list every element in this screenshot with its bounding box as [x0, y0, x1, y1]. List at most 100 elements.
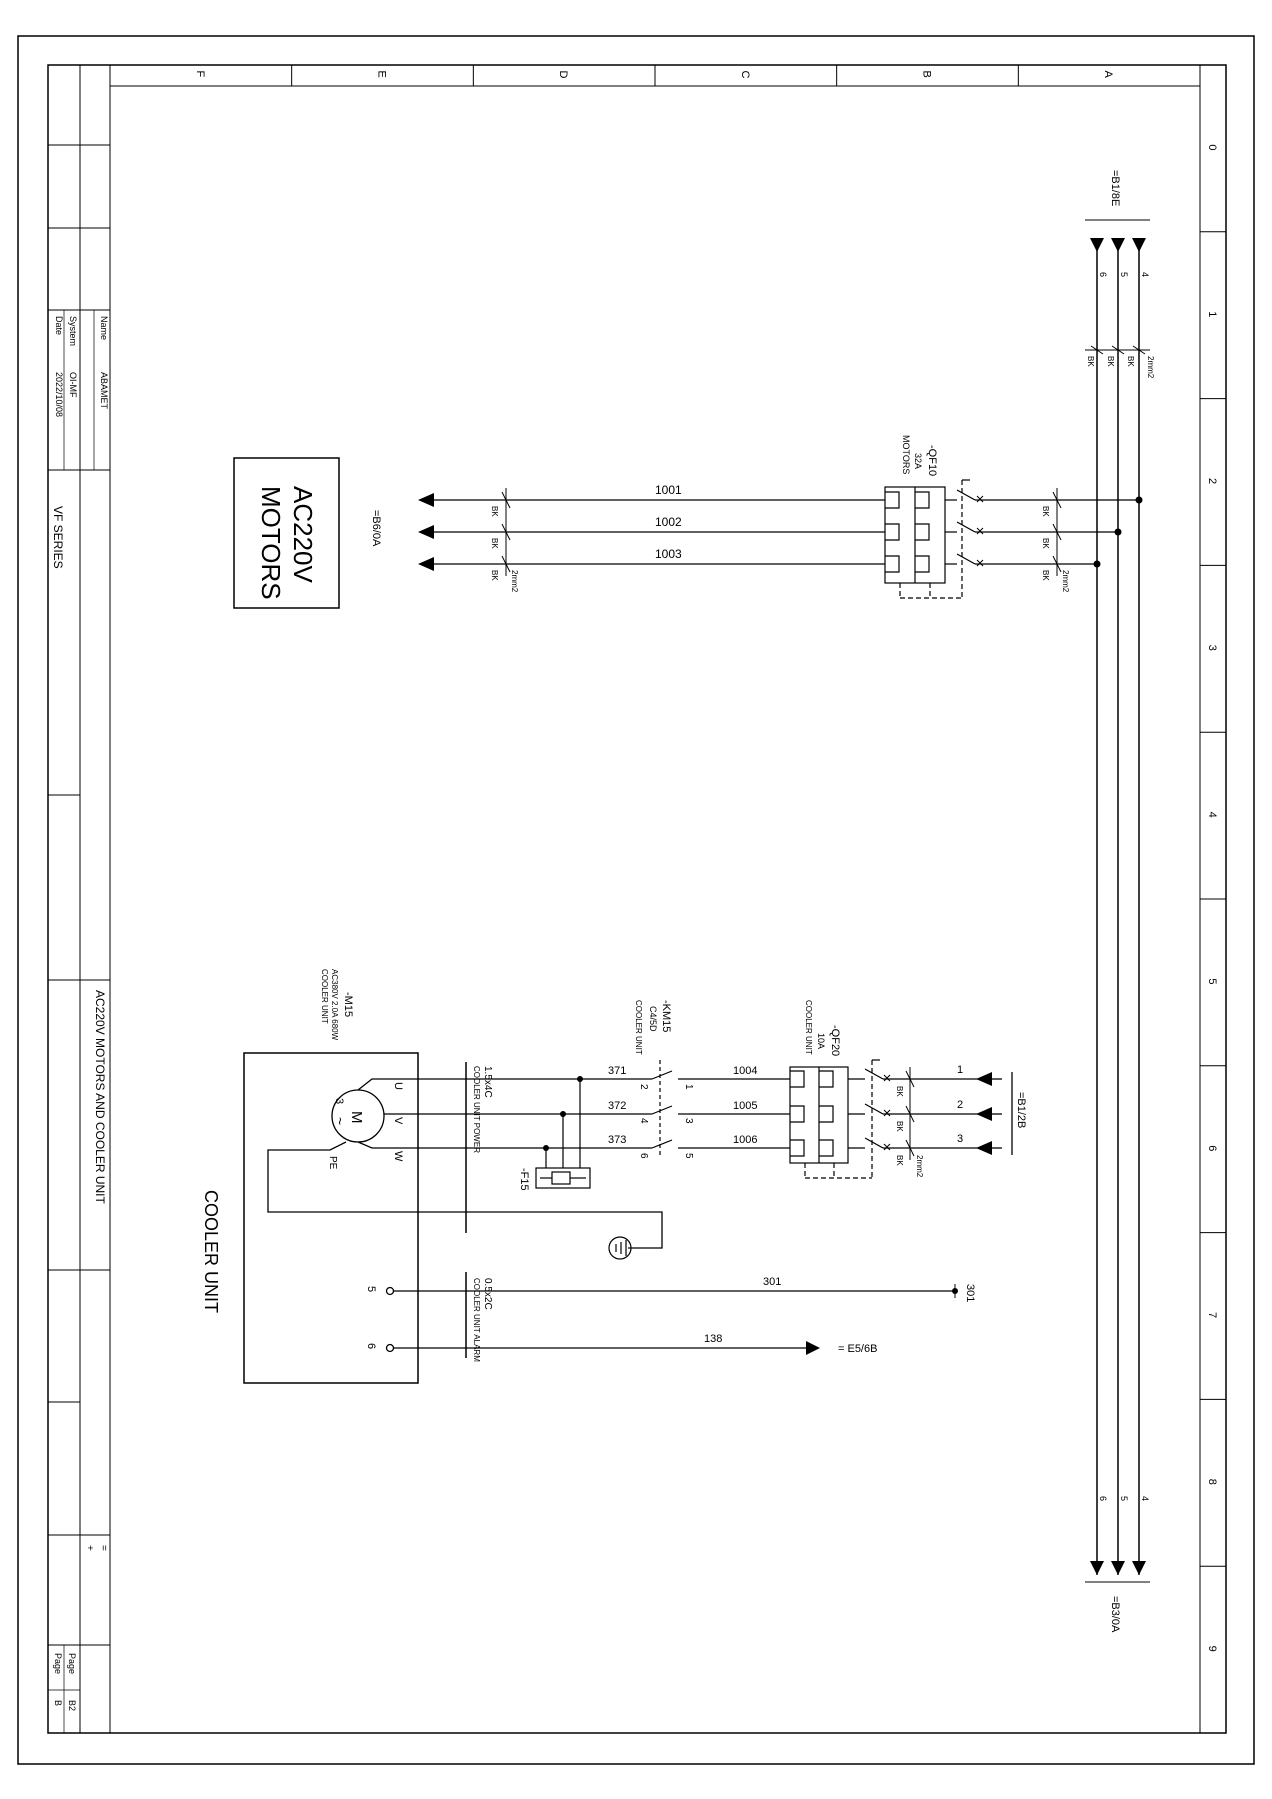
m15-pe-label: PE: [327, 1156, 338, 1170]
f15-tag: -F15: [518, 1168, 530, 1191]
km15-tag: -KM15: [660, 1000, 672, 1032]
power-cable-type: 1.5x4C: [482, 1066, 493, 1098]
page-value-2: B: [53, 1700, 63, 1706]
wire-373: 373: [608, 1134, 626, 1146]
cooler-input-3: 3: [957, 1133, 963, 1145]
wire-301: 301: [763, 1276, 781, 1288]
name-value: ABAMET: [99, 372, 109, 410]
motors-out-ref: =B6/0A: [370, 510, 382, 547]
bus-bottom-arrows: [1090, 1561, 1146, 1575]
wire-1004: 1004: [733, 1065, 757, 1077]
m15-label: COOLER UNIT: [320, 969, 329, 1024]
row-label-8: 8: [1206, 1479, 1218, 1485]
m15-symbol-ac: ~: [332, 1117, 348, 1125]
row-label-9: 9: [1206, 1646, 1218, 1652]
cooler-bk-3: BK: [895, 1155, 904, 1166]
motors-wire-1001: 1001: [655, 483, 682, 497]
qf20-label: COOLER UNIT: [804, 1000, 813, 1055]
alarm-cable-label: COOLER UNIT ALARM: [472, 1278, 481, 1362]
qf10-label: MOTORS: [901, 435, 911, 474]
column-label-a: A: [1102, 71, 1114, 79]
bus-cable-markers: [1085, 345, 1150, 355]
motors-right-section: 2mm2: [1061, 570, 1070, 593]
row-label-3: 3: [1206, 645, 1218, 651]
motors-left-bk-1: BK: [490, 506, 499, 517]
motors-left-bk-3: BK: [490, 570, 499, 581]
qf20-rating: 10A: [816, 1033, 826, 1049]
alarm-terminal-5: 5: [365, 1286, 377, 1292]
wire-138: 138: [704, 1333, 722, 1345]
motors-left-markers: [501, 488, 511, 576]
row-label-7: 7: [1206, 1312, 1218, 1318]
bus-bottom-wire-4: 4: [1140, 1496, 1150, 1501]
motors-right-bk-3: BK: [1041, 570, 1050, 581]
motors-box-line1: AC220V: [288, 486, 318, 583]
bus-top-arrows: [1090, 238, 1146, 252]
column-dividers: [291, 65, 1019, 86]
alarm-terminal-6: 6: [365, 1343, 377, 1349]
km15-type: C4/5D: [648, 1006, 658, 1032]
cooler-in-ref: =B1/2B: [1015, 1092, 1027, 1128]
bus-top-wire-5: 5: [1119, 272, 1129, 277]
column-label-c: C: [739, 71, 751, 79]
km15-pin-1: 1: [683, 1084, 694, 1090]
bus-color-2: BK: [1106, 356, 1115, 367]
drawing-title: AC220V MOTORS AND COOLER UNIT: [93, 990, 107, 1204]
bus-bottom-wire-5: 5: [1119, 1496, 1129, 1501]
bus-top-wire-6: 6: [1098, 272, 1108, 277]
wire-371: 371: [608, 1065, 626, 1077]
row-label-4: 4: [1206, 812, 1218, 818]
cooler-bk-1: BK: [895, 1086, 904, 1097]
km15-pin-2: 2: [638, 1084, 649, 1090]
m15-terminal-v: V: [392, 1117, 404, 1125]
column-label-d: D: [557, 71, 569, 79]
f15-filter-symbol: [535, 1079, 591, 1189]
m15-tag: -M15: [342, 992, 354, 1017]
km15-pin-6: 6: [638, 1153, 649, 1159]
motors-junctions: [1093, 496, 1143, 568]
date-value: 2022/10/08: [54, 372, 64, 417]
bus-bottom-wire-6: 6: [1098, 1496, 1108, 1501]
m15-symbol-m: M: [348, 1111, 365, 1124]
ground-icon: [608, 1236, 632, 1260]
m15-spec: AC380V 2.0A 680W: [330, 969, 339, 1041]
bus-color-1: BK: [1086, 356, 1095, 367]
km15-contactor-symbol: [651, 1060, 673, 1158]
qf10-breaker-symbol: [884, 479, 976, 599]
cooler-input-1: 1: [957, 1064, 963, 1076]
wire-1005: 1005: [733, 1100, 757, 1112]
row-label-0: 0: [1206, 144, 1218, 150]
eq-mark: =: [98, 1545, 109, 1551]
outer-border: [17, 35, 1255, 1765]
plus-mark: +: [84, 1545, 95, 1551]
column-label-e: E: [376, 71, 388, 78]
motors-right-markers: [1052, 488, 1062, 576]
km15-label: COOLER UNIT: [634, 1000, 643, 1055]
bus-lines: [1096, 238, 1140, 1575]
qf20-x-marks: [883, 1074, 891, 1151]
cooler-input-leads: [992, 1072, 1013, 1155]
wire-372: 372: [608, 1100, 626, 1112]
cooler-section: 2mm2: [915, 1155, 924, 1178]
m15-terminal-w: W: [392, 1151, 404, 1162]
name-label: Name: [99, 316, 109, 340]
column-label-b: B: [921, 71, 933, 78]
system-label: System: [68, 316, 78, 346]
m15-symbol-3: 3: [333, 1098, 345, 1104]
wire-138-ref: = E5/6B: [838, 1343, 877, 1355]
row-label-5: 5: [1206, 978, 1218, 984]
cooler-unit-box: [243, 1052, 419, 1384]
alarm-wires: [385, 1286, 955, 1353]
power-cable-label: COOLER UNIT POWER: [472, 1066, 481, 1153]
motors-right-bk-1: BK: [1041, 506, 1050, 517]
bus-bottom-ref: =B3/0A: [1109, 1596, 1121, 1633]
cooler-unit-label: COOLER UNIT: [201, 1190, 221, 1313]
km15-pin-4: 4: [638, 1118, 649, 1124]
page-value-1: B2: [67, 1700, 77, 1711]
wire-1006: 1006: [733, 1134, 757, 1146]
qf20-tag: -QF20: [829, 1025, 841, 1056]
row-label-2: 2: [1206, 478, 1218, 484]
row-dividers: [1200, 231, 1226, 1567]
